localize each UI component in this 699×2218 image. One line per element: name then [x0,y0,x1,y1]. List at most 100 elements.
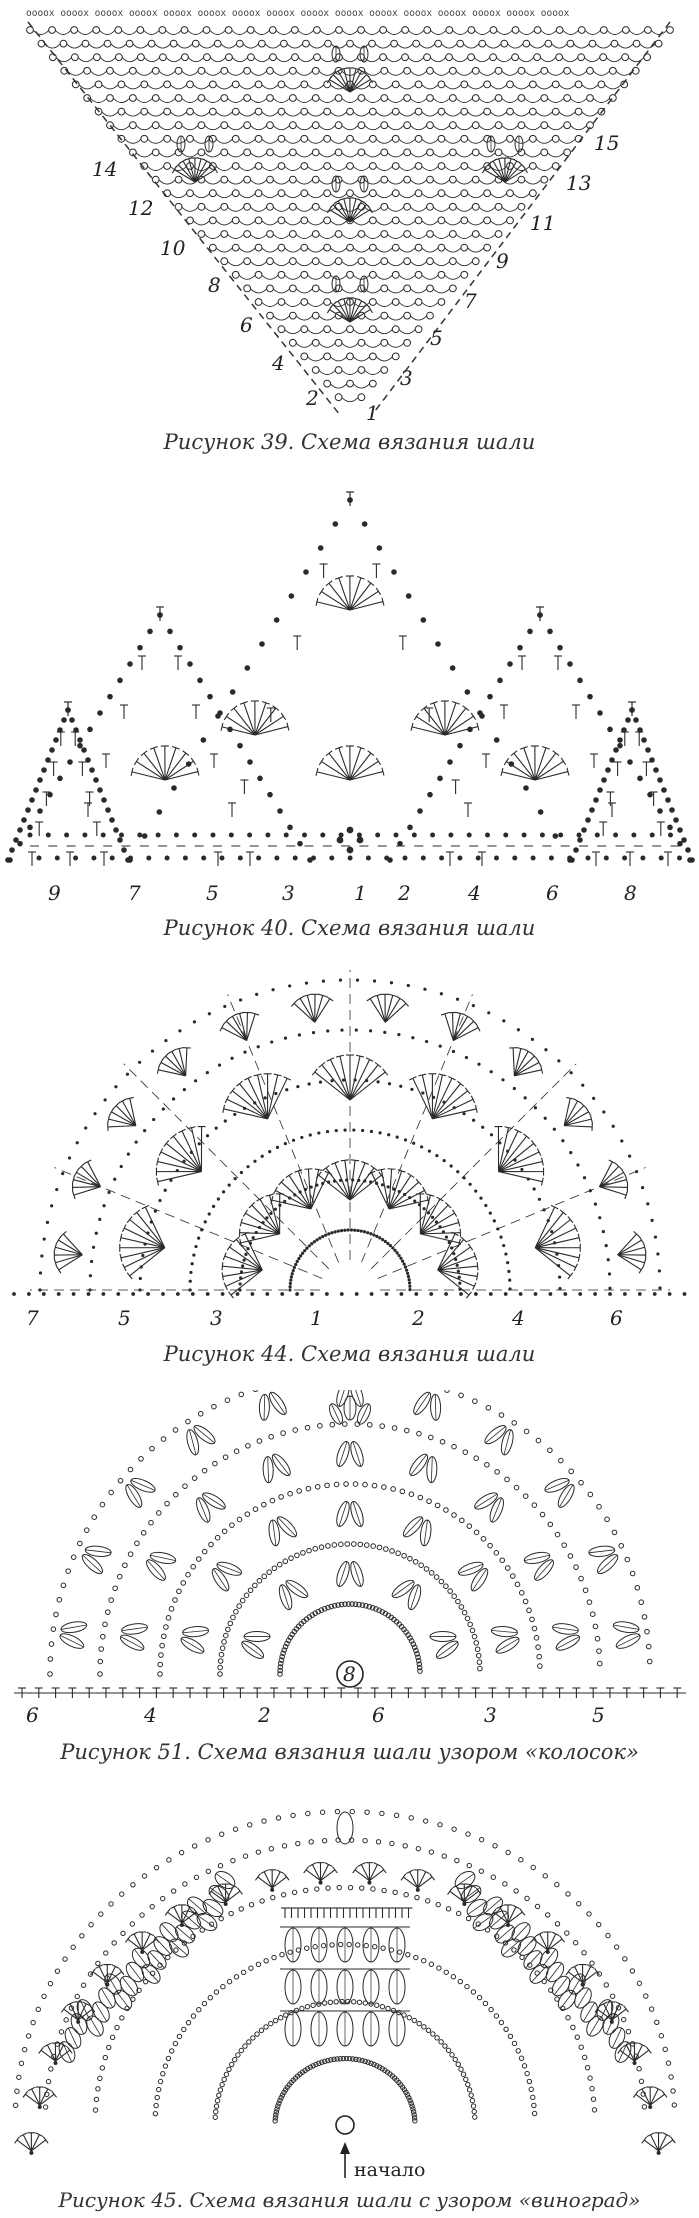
chain-loop [379,1609,386,1615]
chain-loop [411,2115,418,2121]
tall-stitch [257,1074,269,1119]
chain-loop [372,1944,378,1950]
tall-stitch [349,577,362,611]
stitch-dot [307,1082,311,1086]
chain-arch [124,84,142,90]
chain-loop [467,53,475,62]
stitch-dot [164,1038,168,1043]
chain-arch [76,29,94,35]
stitch-dot [557,1059,561,1063]
stitch-dot [444,1292,448,1296]
chain-arch [478,152,496,158]
chain-loop [160,2071,166,2077]
tall-stitch [157,1161,202,1173]
chain-loop [229,1522,235,1528]
chain-loop [157,1671,163,1677]
stitch-top-bar [140,750,148,757]
chain-loop [622,1956,628,1962]
stitch-top-bar [73,1168,79,1177]
stitch-dot [386,1185,390,1189]
stitch-dot [346,1228,350,1232]
tall-stitch [514,1069,542,1077]
leaf-vein [130,1479,156,1491]
chain-loop [444,1390,450,1393]
chain-arch [363,29,381,35]
chain-loop [375,1839,382,1845]
leaf-cluster [545,1961,565,1983]
chain-arch [363,56,381,63]
chain-loop [228,1910,234,1917]
stitch-top-bar [580,1102,588,1109]
tall-stitch [535,1237,580,1249]
chain-loop [311,94,320,102]
chain-arch [158,124,176,131]
tall-stitch [232,1090,268,1120]
fig51-row-label: 4 [143,1703,157,1727]
chain-arch [573,43,590,49]
stitch-top-bar [662,2132,671,2137]
chain-loop [243,257,252,266]
stitch-top-bar [326,1057,335,1062]
tall-stitch [376,995,386,1023]
chain-loop [417,1668,423,1674]
chain-loop [315,1608,322,1615]
leaf-vein [531,1965,547,1983]
tall-stitch [455,1885,465,1903]
chain-loop [203,53,211,62]
tall-stitch [388,1199,429,1210]
tall-stitch [310,1172,329,1210]
tall-stitch [225,1020,248,1041]
chain-arch [466,138,485,144]
chain-loop [99,2065,106,2071]
stitch-dot [251,1236,255,1240]
stitch-dot [109,817,115,823]
chain-loop [220,1984,226,1990]
chain-loop [374,2063,380,2069]
leaf-vein [73,2013,85,2035]
chain-loop [287,1490,293,1497]
chain-loop [506,216,514,225]
stitch-top-bar [43,2042,52,2048]
chain-loop [255,1961,262,1968]
stitch-top-bar [276,1869,285,1874]
chain-loop [517,94,526,102]
stitch-dot [265,1216,269,1220]
chain-loop [245,1443,251,1449]
chain-loop [323,80,332,89]
chain-loop [391,189,400,198]
chain-loop [325,1885,331,1891]
chain-loop [304,2004,311,2010]
chain-arch [409,233,428,239]
chain-loop [589,1611,596,1617]
tall-stitch [129,1098,137,1126]
stitch-dot [300,1135,304,1140]
leaf-vein [79,1999,91,2021]
chain-arch [32,29,50,35]
leaf-vein [535,1560,554,1580]
stitch-dot [449,1164,453,1168]
tall-stitch [185,1047,188,1076]
stitch-top-bar [125,1096,134,1100]
leaf-vein [286,1581,308,1597]
stitch-dot [289,1275,294,1279]
chain-loop [165,2055,172,2062]
stitch-top-bar [426,1193,435,1197]
stitch-dot [641,1186,645,1190]
chain-loop [318,1607,325,1613]
leaf-vein [338,1441,348,1467]
stitch-dot [548,855,554,861]
stitch-dot [288,593,295,599]
chain-loop [268,1846,275,1852]
tall-stitch [598,1161,613,1187]
tall-stitch [417,1871,427,1889]
chain-loop [140,1530,147,1536]
tall-stitch [452,1012,454,1041]
chain-loop [605,1932,611,1939]
tall-stitch [523,747,536,781]
tall-stitch [349,1056,361,1101]
chain-loop [288,121,297,130]
leaf-cluster [131,1947,151,1969]
chain-loop [407,2097,413,2104]
tall-stitch [504,164,523,183]
chain-loop [406,2094,412,2101]
